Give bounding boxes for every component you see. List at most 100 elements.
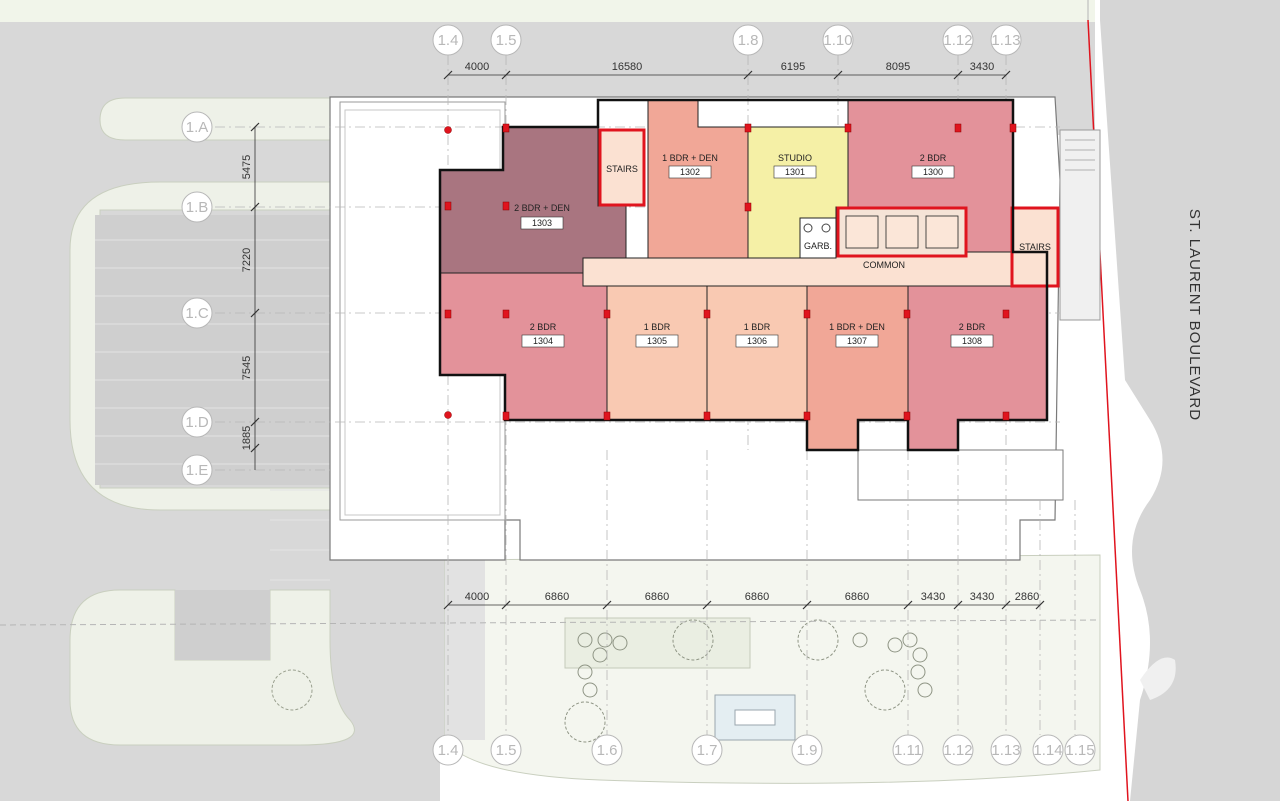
dim-bottom-5: 6860 <box>845 591 869 603</box>
svg-text:1 BDR: 1 BDR <box>744 322 771 332</box>
tree-symbol <box>271 669 313 711</box>
svg-text:1.7: 1.7 <box>697 742 718 759</box>
grid-bubble-bottom-1.14 <box>1032 734 1064 766</box>
svg-text:1.5: 1.5 <box>496 742 517 759</box>
dim-left-2: 7220 <box>241 248 253 272</box>
grid-bubble-left-1.E <box>181 454 213 486</box>
svg-text:1 BDR + DEN: 1 BDR + DEN <box>662 153 718 163</box>
svg-text:2 BDR: 2 BDR <box>530 322 557 332</box>
dim-top-1: 4000 <box>465 61 489 73</box>
parking-island-south <box>69 589 355 746</box>
svg-text:1304: 1304 <box>533 336 553 346</box>
grid-bubble-left-1.D <box>181 406 213 438</box>
unit-label-1304: 2 BDR 1304 <box>521 322 565 348</box>
svg-text:1.5: 1.5 <box>496 32 517 49</box>
south-landscape <box>444 554 1101 784</box>
grid-bubble-bottom-1.9 <box>791 734 823 766</box>
svg-text:1301: 1301 <box>785 167 805 177</box>
dim-left-4: 1885 <box>241 426 253 450</box>
dim-bottom-7: 3430 <box>970 591 994 603</box>
svg-text:STUDIO: STUDIO <box>778 153 812 163</box>
svg-text:1307: 1307 <box>847 336 867 346</box>
grid-bubbles <box>181 24 1096 766</box>
svg-text:1 BDR: 1 BDR <box>644 322 671 332</box>
grid-bubble-top-1.10 <box>822 24 854 56</box>
svg-text:2 BDR + DEN: 2 BDR + DEN <box>514 203 570 213</box>
dim-top-3: 6195 <box>781 61 805 73</box>
garbage-room <box>799 217 837 259</box>
dim-bottom-8: 2860 <box>1015 591 1039 603</box>
grid-bubble-bottom-1.12 <box>942 734 974 766</box>
grid-bubble-bottom-1.15 <box>1064 734 1096 766</box>
unit-label-1306: 1 BDR 1306 <box>735 322 779 348</box>
grid-bubble-left-1.A <box>181 111 213 143</box>
svg-text:1.13: 1.13 <box>991 742 1020 759</box>
grid-bubble-bottom-1.4 <box>432 734 464 766</box>
grid-bubble-left-1.C <box>181 297 213 329</box>
dim-left-3: 7545 <box>241 356 253 380</box>
svg-text:1.E: 1.E <box>186 462 209 479</box>
svg-text:1.C: 1.C <box>185 305 209 322</box>
grid-bubble-bottom-1.7 <box>691 734 723 766</box>
dim-top-2: 16580 <box>612 61 643 73</box>
dim-top-4: 8095 <box>886 61 910 73</box>
svg-text:1.13: 1.13 <box>991 32 1020 49</box>
walkway <box>445 560 485 740</box>
svg-text:1.15: 1.15 <box>1065 742 1094 759</box>
unit-label-1305: 1 BDR 1305 <box>635 322 679 348</box>
garbage-label: GARB. <box>804 241 832 251</box>
grid-labels: 1.4 1.5 1.8 1.10 1.12 1.13 1.4 1.5 1.6 1… <box>185 32 1094 759</box>
grid-bubble-bottom-1.6 <box>591 734 623 766</box>
svg-text:1302: 1302 <box>680 167 700 177</box>
svg-text:1305: 1305 <box>647 336 667 346</box>
svg-text:2 BDR: 2 BDR <box>959 322 986 332</box>
svg-text:1.10: 1.10 <box>823 32 852 49</box>
unit-1305 <box>606 285 708 421</box>
grid-bubble-left-1.B <box>181 191 213 223</box>
grid-bubble-bottom-1.11 <box>892 734 924 766</box>
stairs-east <box>1010 206 1060 288</box>
grid-bubble-top-1.4 <box>432 24 464 56</box>
stairs-east-label: STAIRS <box>1019 242 1051 252</box>
grid-bubble-top-1.13 <box>990 24 1022 56</box>
svg-text:1 BDR + DEN: 1 BDR + DEN <box>829 322 885 332</box>
svg-text:1306: 1306 <box>747 336 767 346</box>
street-name-label: ST. LAURENT BOULEVARD <box>1186 209 1203 421</box>
svg-text:1.14: 1.14 <box>1033 742 1062 759</box>
svg-text:1.9: 1.9 <box>797 742 818 759</box>
planting-symbols <box>564 619 933 743</box>
unit-label-1307: 1 BDR + DEN 1307 <box>829 322 885 348</box>
svg-text:2 BDR: 2 BDR <box>920 153 947 163</box>
grid-bubble-top-1.8 <box>732 24 764 56</box>
svg-text:1.6: 1.6 <box>597 742 618 759</box>
stairs-west <box>598 128 646 207</box>
columns <box>444 123 1017 421</box>
svg-text:1300: 1300 <box>923 167 943 177</box>
svg-text:1308: 1308 <box>962 336 982 346</box>
room-labels: 2 BDR + DEN 1303 1 BDR + DEN 1302 STUDIO… <box>514 153 1051 348</box>
svg-text:1.11: 1.11 <box>894 742 922 759</box>
north-verge <box>0 0 1095 22</box>
east-ramp <box>1059 129 1101 321</box>
dimensions-bottom: 4000 6860 6860 6860 6860 3430 3430 2860 <box>443 591 1045 610</box>
grid-bubble-bottom-1.13 <box>990 734 1022 766</box>
dim-bottom-3: 6860 <box>645 591 669 603</box>
dim-bottom-4: 6860 <box>745 591 769 603</box>
dim-bottom-2: 6860 <box>545 591 569 603</box>
unit-label-1308: 2 BDR 1308 <box>950 322 994 348</box>
unit-label-1303: 2 BDR + DEN 1303 <box>514 203 570 230</box>
dim-bottom-6: 3430 <box>921 591 945 603</box>
st-laurent-boulevard <box>1100 0 1280 801</box>
unit-1306 <box>706 285 808 421</box>
dim-left-1: 5475 <box>241 155 253 179</box>
grid-bubble-bottom-1.5 <box>490 734 522 766</box>
parking-row-west <box>95 215 330 485</box>
grid-bubble-top-1.12 <box>942 24 974 56</box>
unit-label-1302: 1 BDR + DEN 1302 <box>662 153 718 179</box>
svg-text:1.A: 1.A <box>186 119 209 136</box>
grid-bubble-top-1.5 <box>490 24 522 56</box>
dim-bottom-1: 4000 <box>465 591 489 603</box>
parking-island-north <box>99 97 331 141</box>
unit-label-1300: 2 BDR 1300 <box>911 153 955 179</box>
